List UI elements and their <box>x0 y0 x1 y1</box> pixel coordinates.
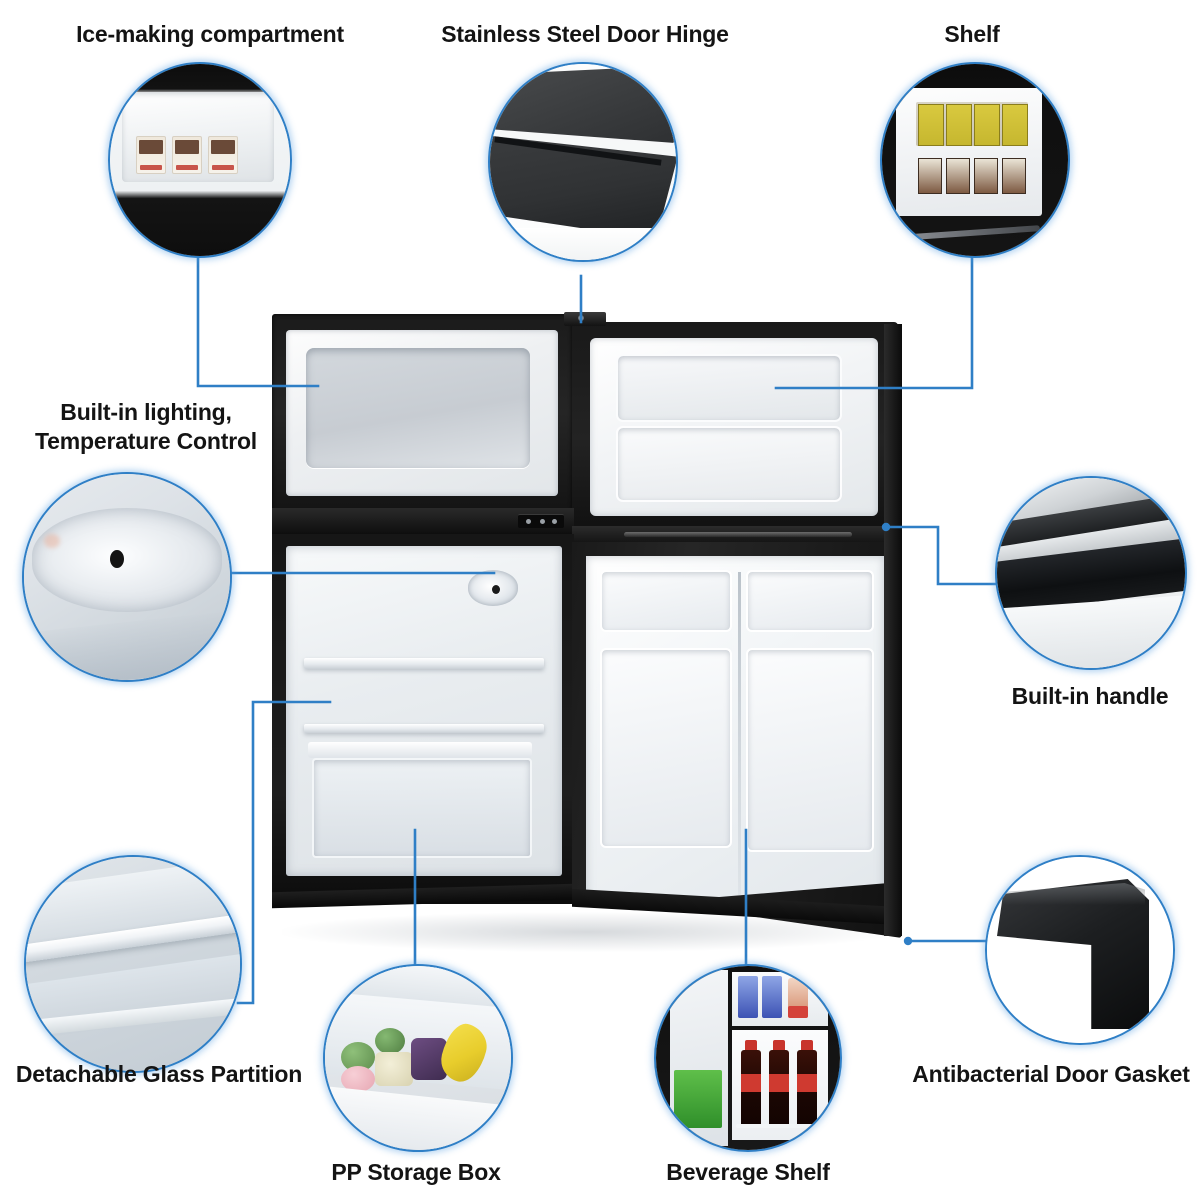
pp-storage-drawer <box>312 758 532 858</box>
bottle-retaining-bar <box>736 1124 824 1128</box>
beverage-shelf-detail-image <box>656 966 840 1150</box>
crisper-drawer-lip <box>308 742 532 758</box>
vegetable-item <box>375 1028 405 1054</box>
refrigerator-product-image <box>272 312 902 957</box>
glass-partition-shelf <box>304 724 544 733</box>
cavity-floor <box>24 611 230 680</box>
door-gasket-detail-image <box>987 857 1173 1043</box>
ice-cube-tray-cell <box>208 136 238 174</box>
callout-label-pp-storage-box: PP Storage Box <box>331 1159 501 1185</box>
beverage-shelf-bin <box>732 1030 828 1140</box>
lock-pin-icon <box>552 519 557 524</box>
light-housing <box>32 508 222 612</box>
glass-partition-shelf <box>304 658 544 669</box>
interior-light-icon <box>468 570 518 606</box>
callout-label-shelf: Shelf <box>944 21 1000 47</box>
glass-partition-detail-image <box>26 857 240 1071</box>
freezer-door-liner <box>286 330 558 496</box>
ice-cube-tray-cell <box>172 136 202 174</box>
callout-bubble-stainless-steel-door-hinge <box>488 62 678 262</box>
light-glow <box>44 534 60 548</box>
connector-endpoint-dot <box>903 936 913 946</box>
callout-label-line-2: Temperature Control <box>35 427 257 454</box>
freezer-door-panel <box>272 314 572 512</box>
fridge-cabinet-liner <box>286 546 562 876</box>
built-in-handle-detail-image <box>997 478 1185 668</box>
callout-bubble-detachable-glass-partition <box>24 855 242 1073</box>
ice-tray-area <box>616 354 842 422</box>
callout-bubble-antibacterial-door-gasket <box>985 855 1175 1045</box>
callout-bubble-shelf <box>880 62 1070 258</box>
callout-label-built-in-handle: Built-in handle <box>1011 683 1169 709</box>
callout-bubble-beverage-shelf <box>654 964 842 1152</box>
fridge-door-liner <box>586 556 884 908</box>
fridge-cabinet <box>272 534 574 904</box>
callout-bubble-built-in-lighting <box>22 472 232 682</box>
cabinet-mid-rail <box>624 532 852 537</box>
shelf-detail-image <box>882 64 1068 256</box>
pp-storage-box-detail-image <box>325 966 511 1150</box>
door-hinge <box>564 312 606 326</box>
thermostat-dial-icon <box>110 550 124 568</box>
callout-label-line-1: Built-in lighting, <box>60 399 232 425</box>
door-bin-upper-right <box>746 570 874 632</box>
shelf-support-rail <box>899 225 1041 241</box>
callout-bubble-pp-storage-box <box>323 964 513 1152</box>
fridge-door-panel <box>572 542 902 938</box>
hinge-screw-icon <box>578 315 584 321</box>
produce-cluster <box>375 1052 413 1086</box>
door-bin-lower-right <box>746 648 874 852</box>
hinge-backdrop <box>490 228 676 260</box>
cabinet-right-side-panel <box>884 324 902 936</box>
callout-label-detachable-glass-partition: Detachable Glass Partition <box>15 1061 303 1087</box>
door-face <box>997 594 1185 668</box>
beverage-shelf-bin <box>600 648 732 848</box>
callout-label-built-in-lighting: Built-in lighting, Temperature Control <box>6 398 286 455</box>
connector-built-in-handle <box>884 525 1004 586</box>
callout-label-stainless-steel-door-hinge: Stainless Steel Door Hinge <box>441 21 729 47</box>
ice-cube-tray-cell <box>136 136 166 174</box>
door-liner-seam <box>738 572 741 902</box>
callout-bubble-built-in-handle <box>995 476 1187 670</box>
callout-label-antibacterial-door-gasket: Antibacterial Door Gasket <box>912 1061 1190 1087</box>
callout-label-beverage-shelf: Beverage Shelf <box>666 1159 830 1185</box>
upper-door-bin <box>732 972 828 1026</box>
ice-compartment-detail-image <box>110 64 290 256</box>
freezer-door-well <box>306 348 530 468</box>
freezer-shelf-area <box>616 426 842 502</box>
shelf-lower-tier <box>916 158 1028 194</box>
lighting-temperature-detail-image <box>24 474 230 680</box>
door-bin-upper-left <box>600 570 732 632</box>
green-can-pack <box>674 1070 722 1128</box>
drawer-front-face <box>325 1085 511 1150</box>
freezer-cabinet <box>572 322 898 534</box>
thermostat-dial-icon <box>492 585 500 594</box>
callout-label-ice-making-compartment: Ice-making compartment <box>76 21 344 47</box>
lock-pin-icon <box>526 519 531 524</box>
lock-pin-icon <box>540 519 545 524</box>
door-lock-slot <box>518 514 564 528</box>
door-hinge-detail-image <box>490 64 676 260</box>
shelf-upper-tier <box>916 102 1028 146</box>
callout-bubble-ice-making-compartment <box>108 62 292 258</box>
freezer-cabinet-liner <box>590 338 878 516</box>
